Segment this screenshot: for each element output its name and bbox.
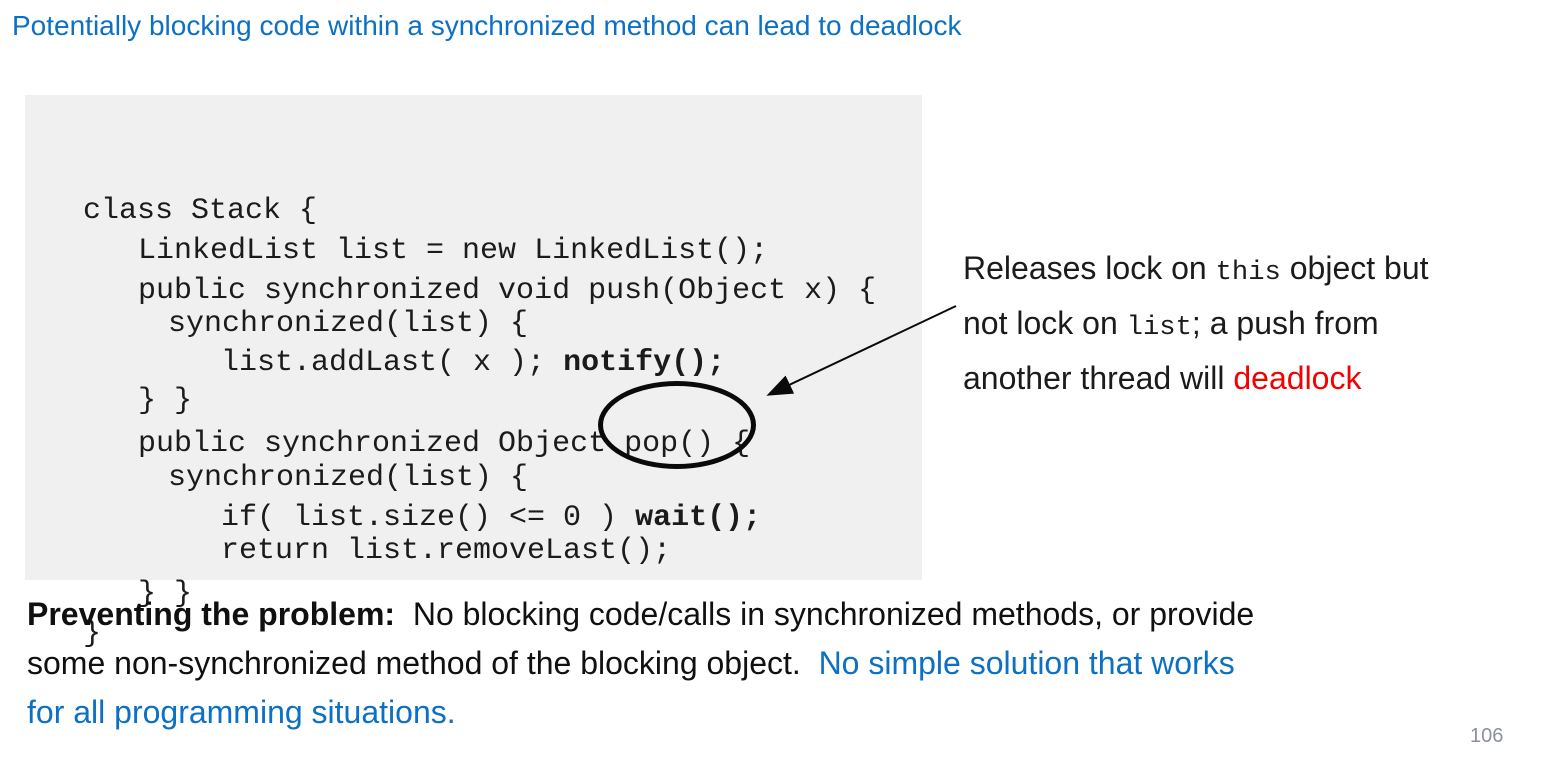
text-segment: if( list.size() <= 0 ) — [221, 501, 636, 535]
code-line: } — [83, 619, 101, 649]
annotation-line: not lock on list; a push from — [963, 298, 1429, 353]
text-segment: } } — [138, 384, 193, 418]
text-segment: deadlock — [1233, 360, 1362, 396]
code-line: synchronized(list) { — [168, 463, 528, 493]
text-segment: for all programming situations. — [27, 694, 456, 730]
code-line: } } — [138, 386, 192, 416]
text-segment: Preventing the problem: — [27, 596, 396, 632]
text-segment: ; a push from — [1191, 305, 1379, 341]
text-segment: } } — [138, 577, 193, 611]
text-segment: No blocking code/calls in synchronized m… — [395, 596, 1255, 632]
slide-title: Potentially blocking code within a synch… — [12, 10, 962, 41]
text-segment: notify(); — [563, 346, 726, 380]
text-segment: Releases lock on — [963, 250, 1216, 286]
text-segment: some non-synchronized method of the bloc… — [27, 645, 819, 681]
wait-call-circle-annotation — [598, 381, 756, 469]
text-segment: } — [83, 617, 102, 651]
inline-code: list — [1126, 312, 1192, 343]
text-segment: wait(); — [635, 501, 762, 535]
code-line: } } — [138, 579, 192, 609]
code-line: list.addLast( x ); notify(); — [221, 348, 725, 378]
text-segment: object but — [1280, 250, 1429, 286]
prevention-paragraph: Preventing the problem: No blocking code… — [27, 590, 1254, 737]
code-block: class Stack { LinkedList list = new Linke… — [25, 95, 922, 649]
footer-line: Preventing the problem: No blocking code… — [27, 590, 1254, 639]
text-segment: synchronized(list) { — [168, 461, 529, 495]
code-line: return list.removeLast(); — [221, 536, 671, 566]
code-line: LinkedList list = new LinkedList(); — [138, 236, 768, 266]
code-line: class Stack { — [83, 196, 317, 226]
code-line: public synchronized void push(Object x) … — [138, 276, 876, 306]
text-segment: another thread will — [963, 360, 1234, 396]
page-number: 106 — [1470, 725, 1504, 747]
footer-line: for all programming situations. — [27, 688, 1254, 737]
annotation-line: another thread will deadlock — [963, 353, 1429, 403]
text-segment: No simple solution that works — [818, 645, 1235, 681]
annotation-line: Releases lock on this object but — [963, 243, 1429, 298]
code-line: synchronized(list) { — [168, 309, 528, 339]
text-segment: list.addLast( x ); — [221, 346, 564, 380]
text-segment: return list.removeLast(); — [221, 534, 672, 568]
footer-line: some non-synchronized method of the bloc… — [27, 639, 1254, 688]
text-segment: public synchronized void push(Object x) … — [138, 274, 877, 308]
text-segment: synchronized(list) { — [168, 307, 529, 341]
code-line: if( list.size() <= 0 ) wait(); — [221, 503, 761, 533]
text-segment: not lock on — [963, 305, 1127, 341]
inline-code: this — [1215, 257, 1281, 288]
text-segment: LinkedList list = new LinkedList(); — [138, 234, 769, 268]
text-segment: class Stack { — [83, 194, 318, 228]
